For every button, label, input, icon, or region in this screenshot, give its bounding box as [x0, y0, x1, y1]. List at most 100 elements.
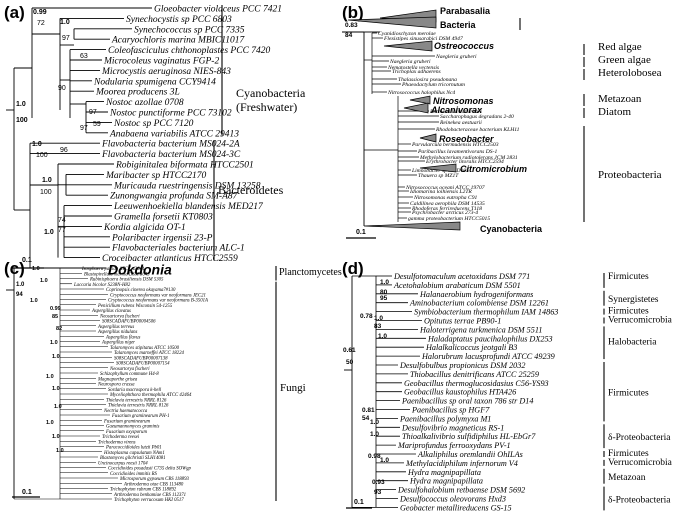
- root-bootstrap: 84: [345, 32, 353, 39]
- bootstrap-value: 0.98: [368, 453, 381, 460]
- taxon-label: Paenibacillus sp oral taxon 786 str D14: [401, 397, 533, 406]
- bootstrap-value: 1.0: [370, 431, 379, 438]
- group-label: Synergistetes: [608, 295, 659, 305]
- bootstrap-value: 1.0: [50, 340, 58, 346]
- taxon-label: Trichophyton rubrum CBS 118892: [110, 488, 177, 493]
- taxon-label: Microcystis aeruginosa NIES-843: [101, 67, 231, 77]
- bootstrap-value: 1.0: [52, 354, 60, 360]
- group-label: Red algae: [598, 41, 642, 53]
- taxon-label: Halorubrum lacusprofundi ATCC 49239: [421, 352, 555, 361]
- taxon-label: Thioalkalivibrio sulfidiphilus HL-EbGr7: [402, 432, 536, 441]
- taxon-label: Fusarium oxysporum: [105, 430, 147, 435]
- taxon-label: Croceibacter atlanticus HTCC2559: [102, 254, 238, 264]
- taxon-label: Laccaria bicolor S238N-H82: [73, 283, 131, 288]
- panel-a-tree: (a)Gloeobacter violaceus PCC 7421Synecho…: [4, 3, 306, 278]
- group-label: Verrucomicrobia: [608, 316, 673, 326]
- bootstrap-value: 77: [58, 227, 66, 234]
- taxon-label: Fusarium graminearum PH-1: [111, 414, 170, 419]
- bootstrap-value: 1.0: [54, 404, 62, 410]
- taxon-label: Nostoc azollae 0708: [105, 98, 184, 108]
- taxon-label: Microcoleus vaginatus FGP-2: [103, 57, 219, 67]
- taxon-label: Nodularia spumigena CCY9414: [93, 77, 216, 87]
- taxon-label: Trichoderma reesei: [102, 435, 140, 440]
- taxon-label: Trichophyton verrucosum HKI 0517: [114, 498, 184, 503]
- taxon-label: S08SCADAFUBP00007138: [114, 356, 168, 361]
- taxon-label: Zunongwangia profunda SM-A87: [110, 191, 239, 202]
- taxon-label: Robiginitalea biformata HTCC2501: [115, 160, 254, 171]
- group-label: Metazoan: [598, 93, 642, 105]
- bootstrap-value: 1.0: [42, 177, 52, 184]
- group-label: Fungi: [280, 382, 306, 394]
- bootstrap-value: 1.0: [40, 278, 48, 284]
- bootstrap-value: 0.81: [362, 407, 375, 414]
- taxon-label: Cyanidioschyzon merolae: [378, 31, 436, 37]
- taxon-label: Naegleria gruberi: [389, 59, 431, 65]
- group-label: Firmicutes: [608, 272, 649, 282]
- taxon-label: Arthroderma otae CBS 113480: [123, 482, 184, 487]
- collapsed-clade-citromicrobium: [419, 163, 457, 173]
- taxon-label: Flavobacteriales bacterium ALC-1: [111, 244, 245, 254]
- clade-label: Citromicrobium: [460, 164, 527, 174]
- group-label: Planctomycetes: [279, 267, 342, 278]
- collapsed-clade-ostreococcus: [383, 40, 433, 52]
- root-bootstrap: 94: [16, 292, 23, 298]
- collapsed-clade-nitrosomonas: [409, 95, 431, 105]
- taxon-label: Flavobacteria bacterium MS024-2A: [101, 140, 240, 150]
- root-bootstrap: 1.0: [16, 101, 26, 108]
- taxon-label: Desulfobulbus propionicus DSM 2032: [399, 361, 525, 370]
- bootstrap-value: 80: [380, 289, 388, 296]
- taxon-label: Uncinocarpus reesii 1704: [98, 461, 148, 466]
- group-label: Bacteroidetes: [218, 183, 284, 197]
- bootstrap-value: 85: [52, 314, 58, 320]
- bootstrap-value: 1.0: [44, 229, 54, 236]
- taxon-label: Aspergillus terreus: [97, 325, 134, 330]
- taxon-label: Bermanella marisrubri: [430, 109, 482, 115]
- panel-d-label: (d): [342, 259, 364, 278]
- group-label: Proteobacteria: [598, 169, 662, 181]
- bootstrap-value: 1.0: [46, 420, 54, 426]
- group-label: Heterolobosea: [598, 67, 662, 79]
- taxon-label: Erythrobacter litoralis HTCC2594: [425, 159, 504, 165]
- group-label: Firmicutes: [608, 307, 649, 317]
- taxon-label: Mariprofundus ferrooxydans PV-1: [397, 441, 511, 450]
- group-label: Diatom: [598, 106, 631, 118]
- taxon-label: Saccharophagus degradans 2-40: [440, 114, 514, 120]
- group-label: Cyanobacteria: [236, 86, 306, 100]
- taxon-label: Blastopirellula marina DSM 3645: [84, 272, 150, 277]
- group-label: Firmicutes: [608, 449, 649, 459]
- taxon-label: Paenibacillus polymyxa M1: [399, 414, 491, 423]
- taxon-label: Nostoc sp PCC 7120: [113, 119, 194, 129]
- root-bootstrap: 50: [346, 359, 354, 366]
- taxon-label: Muricauda ruestringensis DSM 13258: [113, 181, 261, 191]
- taxon-label: Symbiobacterium thermophilum IAM 14863: [414, 308, 558, 317]
- taxon-label: Halanaerobium hydrogeniformans: [419, 290, 533, 299]
- group-label: Metazoan: [608, 473, 646, 483]
- taxon-label: Geobacillus kaustophilus HTA426: [404, 388, 517, 397]
- taxon-label: Trichoderma virens: [98, 440, 136, 445]
- taxon-label: Aspergillus niger: [101, 341, 135, 346]
- group-label: Verrucomicrobia: [608, 458, 673, 468]
- bootstrap-value: 1.0: [374, 315, 383, 322]
- panel-a-label: (a): [4, 3, 25, 22]
- taxon-label: Nitrosococcus oceani ATCC 19707: [405, 185, 485, 191]
- taxon-label: Flavobacteria bacterium MS024-3C: [101, 150, 241, 160]
- collapsed-clade-bacteria: [347, 16, 437, 29]
- taxon-label: Naegleria gruberi: [435, 54, 477, 60]
- taxon-label: Parvularcula bermudensis HTCC2503: [411, 142, 499, 148]
- panel-d-tree: (d)Desulfotomaculum acetoxidans DSM 771A…: [342, 259, 673, 512]
- panel-c-tree: (c)Isosphaera pallida ATCC 43644Blastopi…: [4, 259, 342, 503]
- group-label: Halobacteria: [608, 337, 657, 347]
- taxon-label: Sordaria macrospora k-hell: [108, 388, 162, 393]
- taxon-label: Synechocystis sp PCC 6803: [126, 15, 232, 25]
- taxon-label: Kordia algicida OT-1: [103, 223, 186, 233]
- taxon-label: Blastomyces gilchristii SLH14081: [100, 456, 166, 461]
- bootstrap-value: 97: [80, 125, 88, 132]
- taxon-label: Gramella forsetii KT0803: [114, 212, 213, 223]
- clade-label: Bacteria: [440, 20, 477, 30]
- bootstrap-value: 97: [89, 109, 97, 116]
- clade-label: Parabasalia: [440, 6, 491, 16]
- taxon-label: Opitutus terrae PB90-1: [424, 317, 501, 326]
- clade-label: Roseobacter: [439, 134, 494, 144]
- root-bootstrap: 1.0: [16, 282, 25, 288]
